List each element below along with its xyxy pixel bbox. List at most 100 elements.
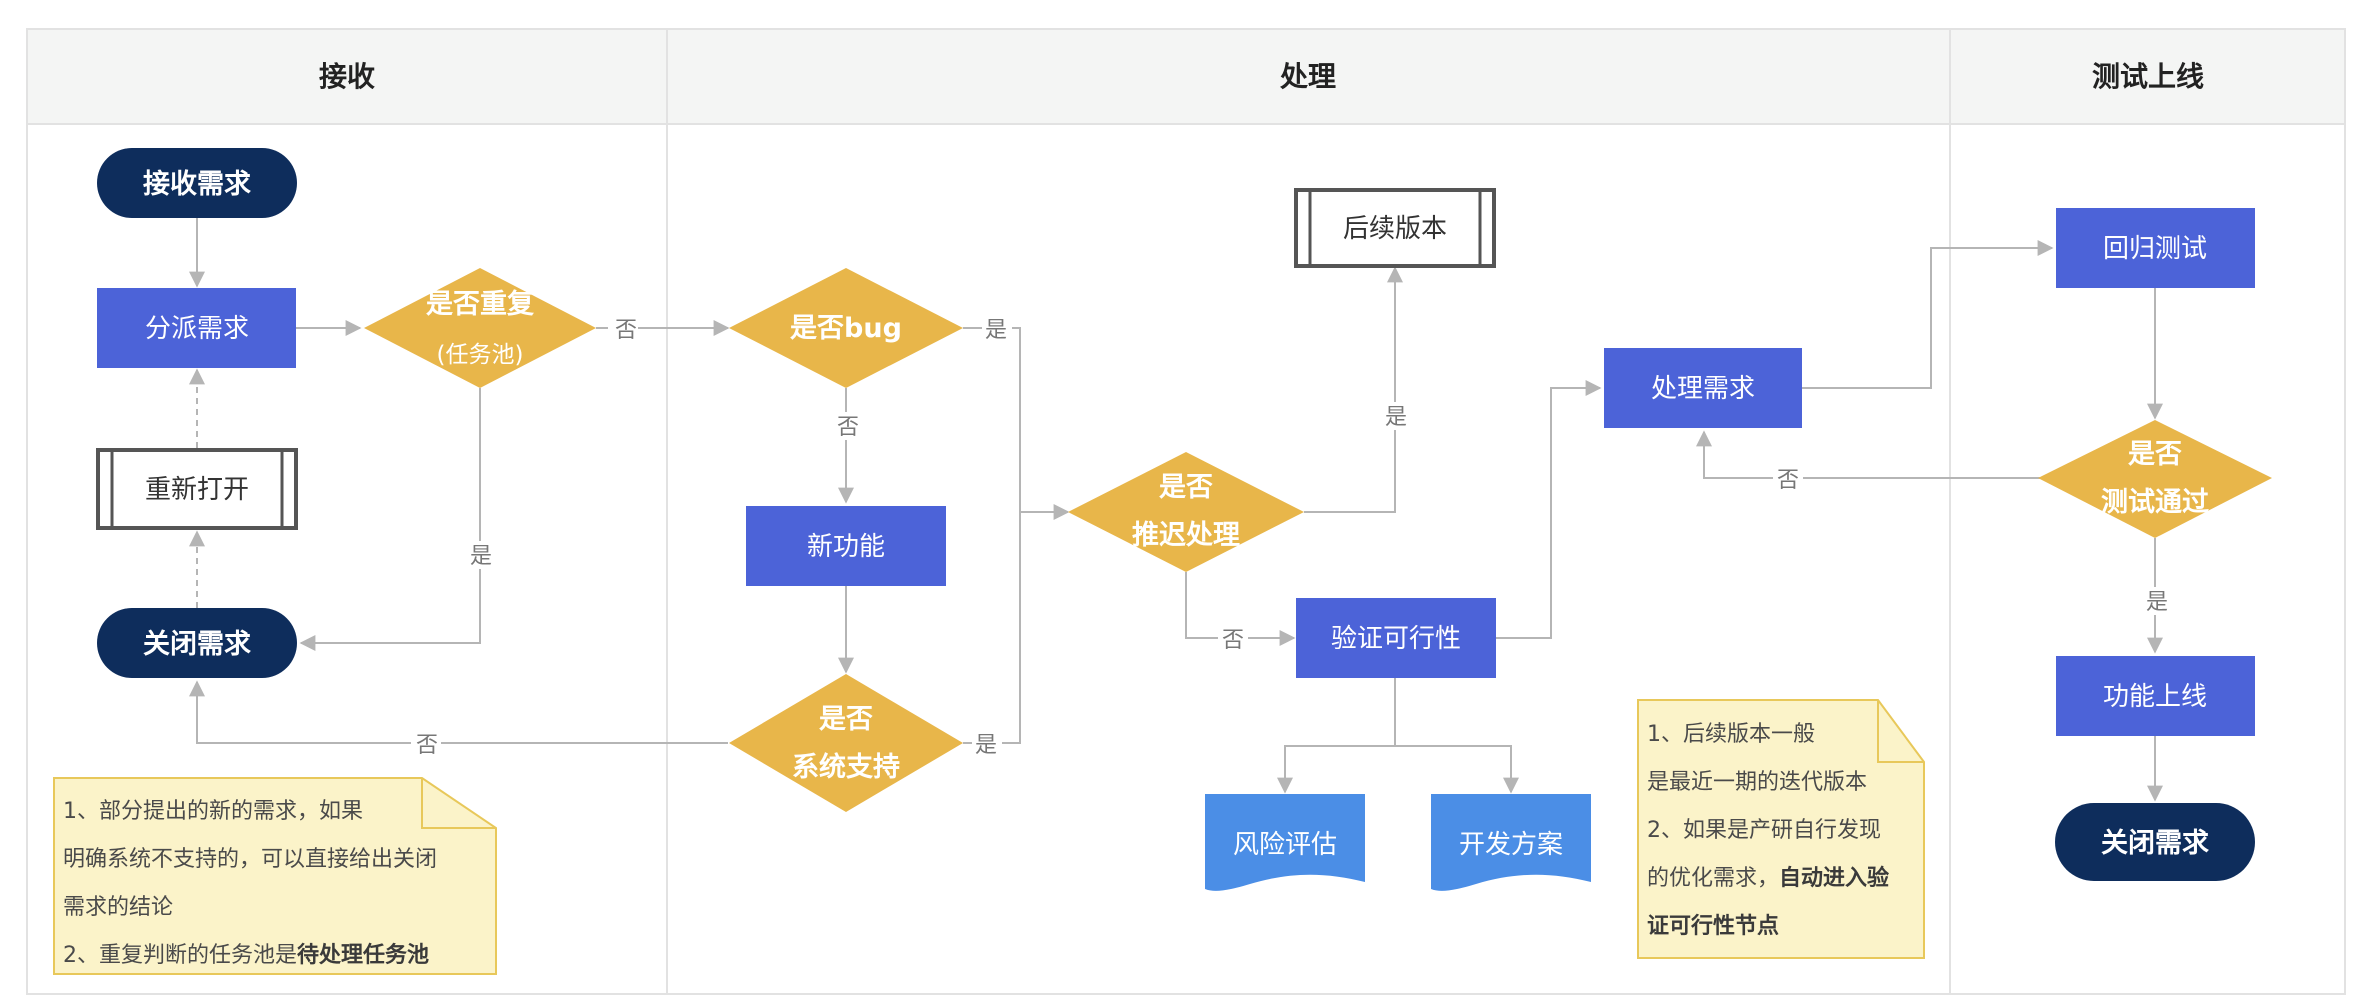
node-close-1-shape bbox=[97, 608, 297, 678]
node-close-1[interactable]: 关闭需求 bbox=[97, 608, 297, 678]
lane-title-receive: 接收 bbox=[319, 60, 375, 93]
node-delay-shape bbox=[1068, 452, 1304, 572]
node-new-feature-shape bbox=[746, 506, 946, 586]
edge-delay-verify bbox=[1185, 572, 1296, 646]
node-assign[interactable]: 分派需求 bbox=[97, 288, 296, 368]
node-plan-label: 开发方案 bbox=[1459, 830, 1563, 860]
node-close-2[interactable]: 关闭需求 bbox=[2055, 803, 2255, 881]
node-handle-shape bbox=[1604, 348, 1802, 428]
node-system-support-decision[interactable]: 是否 系统支持 bbox=[729, 674, 963, 812]
note-right: 1、后续版本一般 是最近一期的迭代版本 2、如果是产研自行发现 的优化需求，自动… bbox=[1637, 699, 1925, 959]
node-regress[interactable]: 回归测试 bbox=[2056, 208, 2255, 288]
node-duplicate-shape bbox=[364, 268, 596, 388]
node-release-label: 功能上线 bbox=[2103, 682, 2207, 712]
node-handle-label: 处理需求 bbox=[1651, 374, 1755, 404]
node-delay-decision[interactable]: 是否 推迟处理 bbox=[1068, 452, 1304, 572]
node-close-1-label: 关闭需求 bbox=[143, 629, 251, 660]
node-later-version-shape bbox=[1294, 188, 1496, 268]
node-verify-shape bbox=[1296, 598, 1496, 678]
node-risk-document[interactable]: 风险评估 bbox=[1205, 794, 1365, 891]
edge-label-bug-no: 否 bbox=[837, 415, 859, 440]
node-receive-label: 接收需求 bbox=[143, 169, 251, 200]
note-left-shape bbox=[53, 777, 497, 975]
node-pass-label-2: 测试通过 bbox=[2101, 487, 2209, 518]
edge-label-bg bbox=[1218, 624, 1248, 652]
node-receive[interactable]: 接收需求 bbox=[97, 148, 297, 218]
node-pass-label-1: 是否 bbox=[2128, 439, 2182, 470]
edge-verify-risk bbox=[1277, 745, 1395, 794]
edge-label-pass-no: 否 bbox=[1777, 468, 1799, 493]
node-plan-document[interactable]: 开发方案 bbox=[1431, 794, 1591, 891]
note-left-line-4-bold: 待处理任务池 bbox=[297, 942, 429, 968]
note-left-line-3: 需求的结论 bbox=[63, 895, 173, 920]
note-right-shape bbox=[1637, 699, 1925, 959]
note-right-line-2: 是最近一期的迭代版本 bbox=[1647, 770, 1867, 795]
node-later-version-label: 后续版本 bbox=[1343, 214, 1447, 244]
node-reopen-label: 重新打开 bbox=[145, 475, 249, 505]
node-release[interactable]: 功能上线 bbox=[2056, 656, 2255, 736]
node-system-support-label-1: 是否 bbox=[819, 704, 873, 735]
edge-label-bg bbox=[411, 729, 441, 757]
node-close-2-label: 关闭需求 bbox=[2101, 828, 2209, 859]
note-left-line-4: 2、重复判断的任务池是待处理任务池 bbox=[63, 942, 429, 968]
note-right-line-4-bold: 自动进入验 bbox=[1779, 865, 1889, 891]
note-left: 1、部分提出的新的需求，如果 明确系统不支持的，可以直接给出关闭 需求的结论 2… bbox=[53, 777, 497, 975]
node-duplicate-decision[interactable]: 是否重复 (任务池) bbox=[364, 268, 596, 388]
node-later-version[interactable]: 后续版本 bbox=[1294, 188, 1496, 268]
edge-delay-later bbox=[1304, 266, 1403, 513]
node-is-bug-decision[interactable]: 是否bug bbox=[729, 268, 963, 388]
edge-labels: 否 是 是 否 否 是 是 否 否 是 bbox=[411, 314, 2172, 758]
edge-verify-plan bbox=[1395, 745, 1519, 794]
edge-label-bg bbox=[608, 314, 638, 342]
edge-label-bug-yes: 是 bbox=[985, 318, 1007, 343]
edge-label-pass-yes: 是 bbox=[2146, 590, 2168, 615]
edge-label-dup-no: 否 bbox=[615, 318, 637, 343]
edge-dup-close bbox=[299, 388, 481, 651]
edge-label-bg bbox=[1773, 464, 1803, 492]
edge-label-bg bbox=[832, 412, 862, 440]
edge-sys-close bbox=[189, 680, 728, 744]
node-new-feature[interactable]: 新功能 bbox=[746, 506, 946, 586]
note-right-line-3: 2、如果是产研自行发现 bbox=[1647, 818, 1881, 843]
note-left-line-4-prefix: 2、重复判断的任务池是 bbox=[63, 943, 297, 968]
node-release-shape bbox=[2056, 656, 2255, 736]
edge-label-bg bbox=[982, 314, 1012, 342]
node-risk-shape bbox=[1205, 794, 1365, 891]
node-handle[interactable]: 处理需求 bbox=[1604, 348, 1802, 428]
note-right-line-4-prefix: 的优化需求， bbox=[1647, 866, 1779, 891]
edge-label-dup-yes: 是 bbox=[470, 544, 492, 569]
node-new-feature-label: 新功能 bbox=[807, 532, 885, 562]
note-left-line-1: 1、部分提出的新的需求，如果 bbox=[63, 799, 363, 824]
node-plan-shape bbox=[1431, 794, 1591, 891]
node-duplicate-label-2: (任务池) bbox=[437, 342, 524, 368]
node-pass-decision[interactable]: 是否 测试通过 bbox=[2038, 420, 2272, 538]
node-close-2-shape bbox=[2055, 803, 2255, 881]
node-duplicate-label-1: 是否重复 bbox=[426, 289, 535, 320]
node-regress-shape bbox=[2056, 208, 2255, 288]
node-system-support-label-2: 系统支持 bbox=[792, 751, 900, 783]
edge-label-sys-yes: 是 bbox=[975, 733, 997, 758]
lane-header-bar bbox=[26, 28, 2346, 125]
node-verify-label: 验证可行性 bbox=[1331, 624, 1461, 654]
node-system-support-shape bbox=[729, 674, 963, 812]
note-right-line-5: 证可行性节点 bbox=[1647, 913, 1779, 939]
note-left-line-2: 明确系统不支持的，可以直接给出关闭 bbox=[63, 847, 437, 872]
node-reopen[interactable]: 重新打开 bbox=[96, 448, 298, 530]
edge-label-bg bbox=[972, 729, 1002, 757]
edge-label-bg bbox=[2142, 587, 2172, 615]
note-right-fold bbox=[1877, 700, 1924, 763]
edge-label-bg bbox=[1381, 402, 1411, 430]
node-is-bug-shape bbox=[729, 268, 963, 388]
edge-label-sys-no: 否 bbox=[416, 733, 438, 758]
edge-pass-handle bbox=[1696, 430, 2040, 479]
node-delay-label-2: 推迟处理 bbox=[1132, 520, 1240, 551]
note-right-line-1: 1、后续版本一般 bbox=[1647, 722, 1815, 747]
edge-handle-regress bbox=[1802, 240, 2054, 389]
lane-title-test-release: 测试上线 bbox=[2092, 60, 2204, 93]
lane-title-process: 处理 bbox=[1279, 60, 1336, 93]
node-verify[interactable]: 验证可行性 bbox=[1296, 598, 1496, 678]
edge-label-delay-no: 否 bbox=[1222, 628, 1244, 653]
node-receive-shape bbox=[97, 148, 297, 218]
